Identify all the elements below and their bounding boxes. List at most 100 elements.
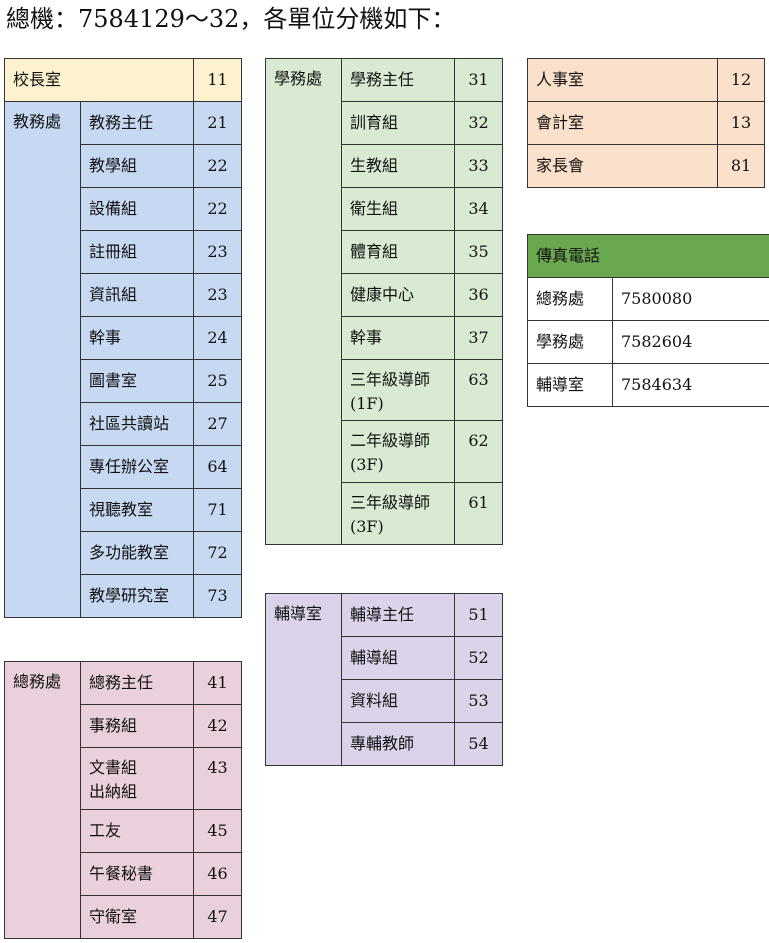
extension-number: 25 [193, 359, 243, 403]
unit-name: 輔導主任 [341, 593, 455, 637]
extension-number: 63 [454, 359, 503, 421]
unit-name: 總務主任 [80, 661, 194, 705]
unit-name: 輔導組 [341, 636, 455, 680]
extension-number: 71 [193, 488, 243, 532]
unit-name-line2: (1F) [350, 394, 384, 413]
unit-name: 註冊組 [79, 230, 195, 274]
unit-name: 圖書室 [79, 359, 195, 403]
extension-number: 23 [193, 273, 243, 317]
unit-name: 午餐秘書 [80, 852, 194, 896]
extension-number: 22 [193, 187, 243, 231]
unit-name: 文書組出納組 [80, 747, 194, 810]
unit-name: 事務組 [80, 704, 194, 748]
extension-number: 36 [454, 273, 503, 317]
extension-number: 32 [454, 101, 503, 145]
principal-ext: 11 [193, 58, 243, 102]
unit-name: 體育組 [341, 230, 455, 274]
extension-number: 41 [193, 661, 242, 705]
extension-number: 12 [717, 58, 765, 102]
unit-name-line2: (3F) [350, 455, 384, 474]
extension-number: 22 [193, 144, 243, 188]
unit-name: 三年級導師 (3F) [341, 482, 455, 545]
extension-number: 37 [454, 316, 503, 360]
unit-name-line1: 三年級導師 [350, 370, 431, 389]
department-name: 總務處 [4, 661, 81, 939]
unit-name: 工友 [80, 809, 194, 853]
department-name: 教務處 [4, 101, 81, 618]
extension-number: 52 [454, 636, 503, 680]
unit-name-line2: (3F) [350, 517, 384, 536]
department-name: 輔導室 [265, 593, 342, 766]
department-name: 學務處 [265, 58, 342, 545]
unit-name: 幹事 [79, 316, 195, 360]
extension-number: 43 [193, 747, 242, 810]
unit-name: 訓育組 [341, 101, 455, 145]
extension-number: 27 [193, 402, 243, 446]
office-name: 人事室 [527, 58, 718, 102]
fax-number: 7582604 [611, 320, 769, 364]
table-row: 三年級導師 (1F) 63 [266, 359, 503, 421]
unit-name: 教學研究室 [79, 574, 195, 618]
unit-name: 二年級導師 (3F) [341, 420, 455, 483]
unit-name: 三年級導師 (1F) [341, 359, 455, 421]
extension-number: 53 [454, 679, 503, 723]
office-name: 會計室 [527, 101, 718, 145]
extension-number: 54 [454, 722, 503, 766]
extension-number: 47 [193, 895, 242, 939]
unit-name: 專任辦公室 [79, 445, 195, 489]
unit-name-line1: 三年級導師 [350, 493, 431, 512]
extension-number: 45 [193, 809, 242, 853]
page-title: 總機：7584129～32，各單位分機如下： [6, 5, 456, 33]
unit-name: 幹事 [341, 316, 455, 360]
unit-name: 學務主任 [341, 58, 455, 102]
extension-number: 72 [193, 531, 243, 575]
fax-unit-name: 學務處 [527, 320, 613, 364]
principal-office-label: 校長室 [3, 58, 195, 102]
fax-header: 傳真電話 [526, 234, 769, 278]
unit-name: 資訊組 [79, 273, 195, 317]
extension-number: 46 [193, 852, 242, 896]
unit-name: 多功能教室 [79, 531, 195, 575]
unit-name: 衛生組 [341, 187, 455, 231]
extension-number: 35 [454, 230, 503, 274]
principal-row: 校長室 11 [3, 58, 243, 102]
unit-name-line2: 出納組 [89, 782, 138, 801]
unit-name-line1: 二年級導師 [350, 431, 431, 450]
extension-number: 33 [454, 144, 503, 188]
extension-number: 61 [454, 482, 503, 545]
unit-name: 教務主任 [79, 101, 195, 145]
extension-number: 51 [454, 593, 503, 637]
